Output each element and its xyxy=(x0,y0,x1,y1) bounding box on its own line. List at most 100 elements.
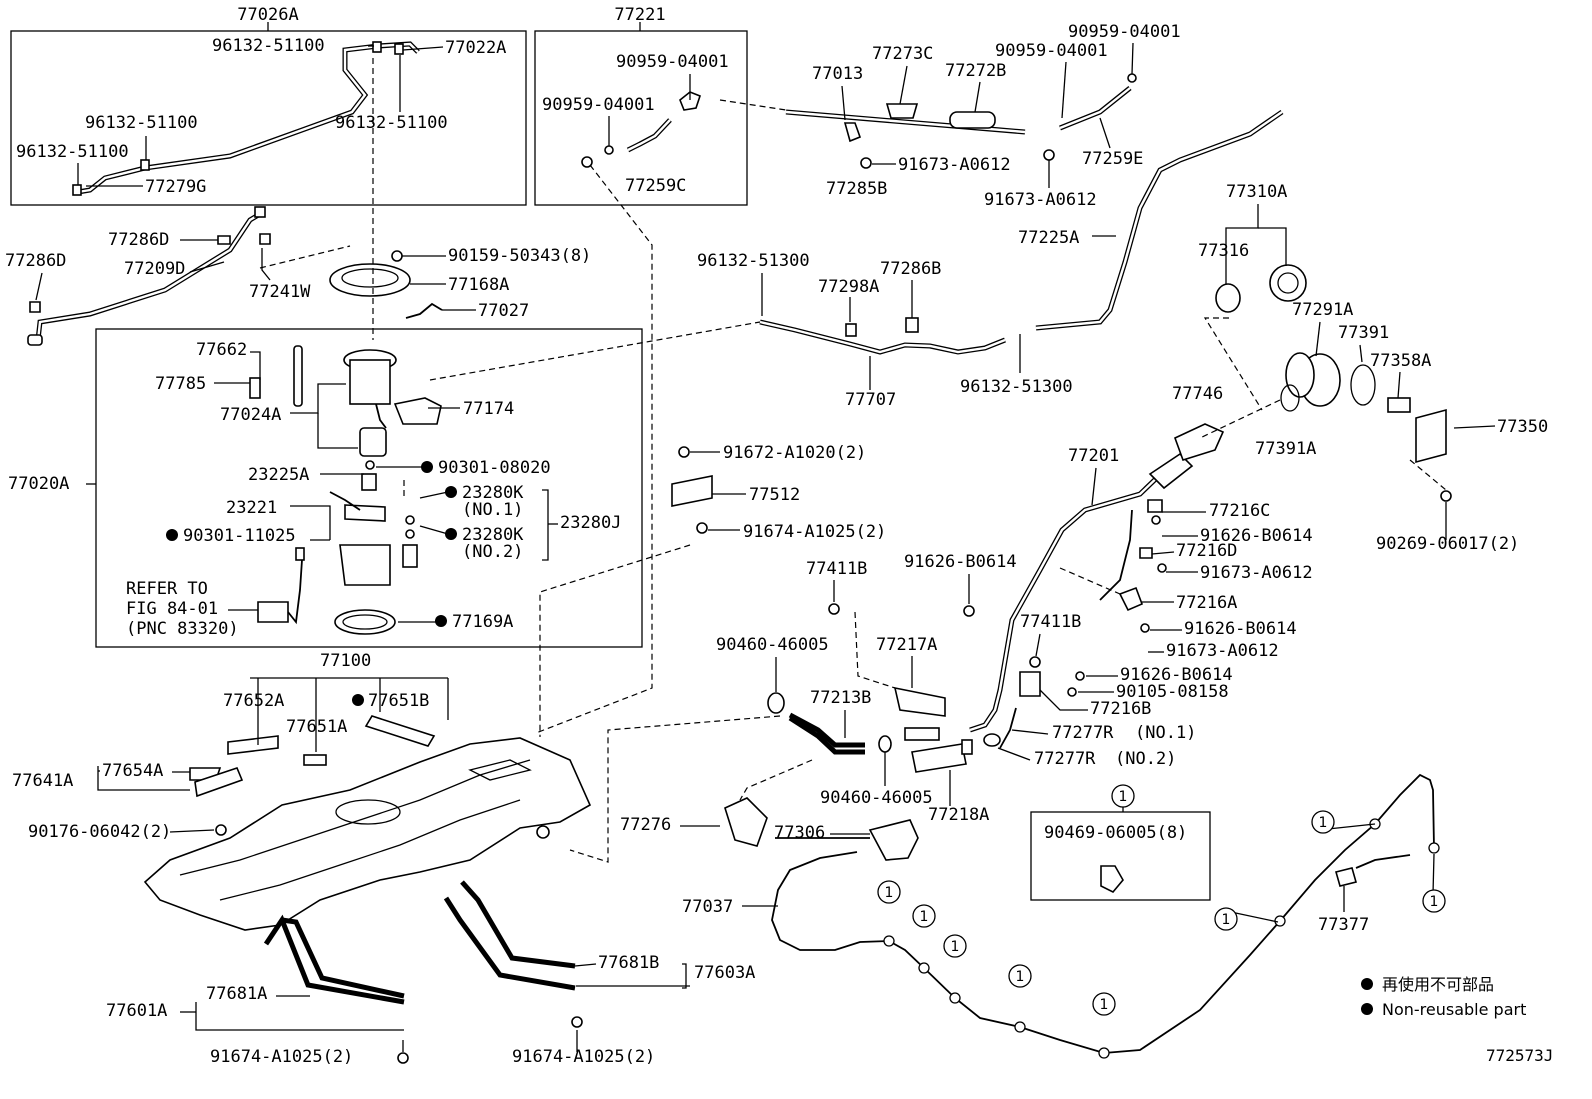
ref-circle-number: 1 xyxy=(1430,894,1439,910)
part-label-90269-06017: 90269-06017(2) xyxy=(1376,534,1519,554)
part-label-77391: 77391 xyxy=(1338,323,1389,343)
bracket-group-77216B xyxy=(828,603,1085,749)
part-label-77273C: 77273C xyxy=(872,44,933,64)
ref-circle-number: 1 xyxy=(1119,789,1128,805)
part-label-90301-08020: 90301-08020 xyxy=(438,458,551,478)
part-label-90460-46005-b: 90460-46005 xyxy=(820,788,933,808)
part-label-77377: 77377 xyxy=(1318,915,1369,935)
part-label-77174: 77174 xyxy=(463,399,514,419)
hose-77259C xyxy=(581,91,701,168)
ref-circle-c7: 1 xyxy=(943,934,967,958)
part-label-77277R-1: 77277R xyxy=(1052,723,1114,743)
part-label-77298A: 77298A xyxy=(818,277,879,297)
part-label-91673-A0612-d: 91673-A0612 xyxy=(1166,641,1279,661)
ref-circle-c6: 1 xyxy=(1214,907,1238,931)
part-label-77603A: 77603A xyxy=(694,963,755,983)
ref-circle-number: 1 xyxy=(920,909,929,925)
part-label-77216A: 77216A xyxy=(1176,593,1237,613)
part-label-91673-A0612-c: 91673-A0612 xyxy=(1200,563,1313,583)
part-label-77213B: 77213B xyxy=(810,688,871,708)
part-label-77225A: 77225A xyxy=(1018,228,1079,248)
ref-circle-ring xyxy=(943,934,967,958)
strap-77603A xyxy=(443,880,583,1028)
part-label-77221: 77221 xyxy=(614,5,665,25)
part-label-91674-A1025-c: 91674-A1025(2) xyxy=(512,1047,655,1067)
fuel-pipe-77026A xyxy=(72,41,420,196)
ref-circle-number: 1 xyxy=(885,885,894,901)
part-label-90105-08158: 90105-08158 xyxy=(1116,682,1229,702)
part-label-77216B: 77216B xyxy=(1090,699,1151,719)
ref-circle-c5: 1 xyxy=(912,904,936,928)
part-label-91626-B0614-c: 91626-B0614 xyxy=(1184,619,1297,639)
part-label-77411B-b: 77411B xyxy=(1020,612,1081,632)
part-label-90301-11025: 90301-11025 xyxy=(183,526,296,546)
part-label-77216C: 77216C xyxy=(1209,501,1270,521)
ref-circle-number: 1 xyxy=(1222,912,1231,928)
part-label-77276: 77276 xyxy=(620,815,671,835)
legend-bullet-en xyxy=(1361,1003,1373,1015)
ref-circle-number: 1 xyxy=(951,939,960,955)
part-label-77681A: 77681A xyxy=(206,984,267,1004)
ref-circle-ring xyxy=(1111,784,1135,808)
part-label-77201: 77201 xyxy=(1068,446,1119,466)
part-label-23280K-2n: (NO.2) xyxy=(462,542,523,562)
ring-77168A xyxy=(329,250,443,319)
cable-77037 xyxy=(724,773,1440,1059)
part-label-77707: 77707 xyxy=(845,390,896,410)
part-label-77022A: 77022A xyxy=(445,38,506,58)
ref-circle-c8: 1 xyxy=(1008,964,1032,988)
part-label-77259E: 77259E xyxy=(1082,149,1143,169)
part-label-77285B: 77285B xyxy=(826,179,887,199)
part-label-77218A: 77218A xyxy=(928,805,989,825)
part-label-77785: 77785 xyxy=(155,374,206,394)
bracket-77512 xyxy=(671,446,713,534)
part-label-77100: 77100 xyxy=(320,651,371,671)
part-label-77746: 77746 xyxy=(1172,384,1223,404)
part-label-96132-51100-d: 96132-51100 xyxy=(16,142,129,162)
ref-circle-c9: 1 xyxy=(1092,992,1116,1016)
part-label-96132-51100-c: 96132-51100 xyxy=(335,113,448,133)
refer-line-3: (PNC 83320) xyxy=(126,619,239,639)
part-label-77654A: 77654A xyxy=(102,761,163,781)
non-reusable-bullet-b-90301-11025 xyxy=(166,529,178,541)
part-label-77512: 77512 xyxy=(749,485,800,505)
part-label-77291A: 77291A xyxy=(1292,300,1353,320)
part-label-77277R-1n: (NO.1) xyxy=(1135,723,1196,743)
ref-circle-c1: 1 xyxy=(1111,784,1135,808)
tube-77707 xyxy=(759,317,1006,355)
part-label-77209D: 77209D xyxy=(124,259,185,279)
part-label-23280K-2: 23280K xyxy=(462,525,524,545)
part-label-77601A: 77601A xyxy=(106,1001,167,1021)
part-label-90469-06005: 90469-06005(8) xyxy=(1044,823,1187,843)
part-label-90159-50343: 90159-50343(8) xyxy=(448,246,591,266)
part-label-23221: 23221 xyxy=(226,498,277,518)
part-label-77024A: 77024A xyxy=(220,405,281,425)
filler-cap-group xyxy=(1215,264,1452,502)
part-label-90959-04001-c: 90959-04001 xyxy=(995,41,1108,61)
non-reusable-bullet-b-23280K-1 xyxy=(445,486,457,498)
part-label-90176-06042: 90176-06042(2) xyxy=(28,822,171,842)
part-label-77216D: 77216D xyxy=(1176,541,1237,561)
ref-circle-c3: 1 xyxy=(877,880,901,904)
legend-non-reusable-en: Non-reusable part xyxy=(1382,1000,1526,1019)
part-label-77241W: 77241W xyxy=(249,282,311,302)
hose-77213B xyxy=(767,686,973,773)
part-label-77651B: 77651B xyxy=(368,691,429,711)
part-label-77286B: 77286B xyxy=(880,259,941,279)
part-label-77411B-a: 77411B xyxy=(806,559,867,579)
part-label-77169A: 77169A xyxy=(452,612,513,632)
part-label-77020A: 77020A xyxy=(8,474,69,494)
part-label-77286D-a: 77286D xyxy=(108,230,169,250)
ref-circle-ring xyxy=(1311,810,1335,834)
part-label-77037: 77037 xyxy=(682,897,733,917)
legend-bullet-jp xyxy=(1361,978,1373,990)
part-label-91626-B0614-a: 91626-B0614 xyxy=(904,552,1017,572)
part-label-77310A: 77310A xyxy=(1226,182,1287,202)
part-label-77641A: 77641A xyxy=(12,771,73,791)
part-label-90959-04001-b: 90959-04001 xyxy=(542,95,655,115)
ref-circle-ring xyxy=(1422,889,1446,913)
part-label-77681B: 77681B xyxy=(598,953,659,973)
non-reusable-bullet-b-90301-08020 xyxy=(421,461,433,473)
ref-circle-number: 1 xyxy=(1016,969,1025,985)
